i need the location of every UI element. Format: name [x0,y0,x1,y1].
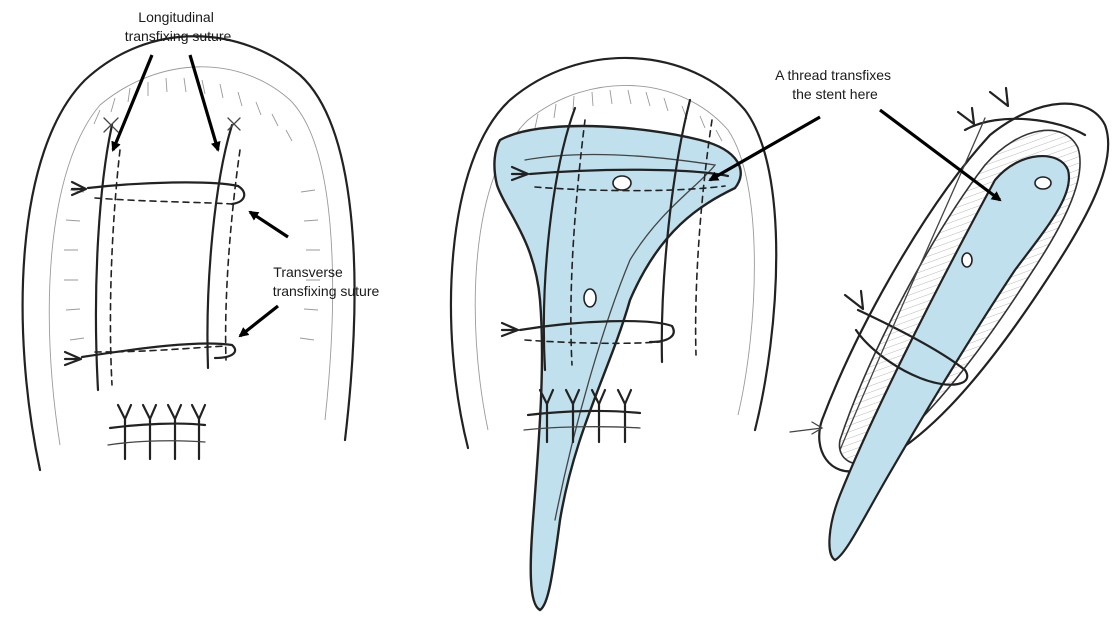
left-dome-outline [23,36,355,470]
middle-needle-mark-bottom [502,323,518,336]
left-needle-mark-top [72,182,86,195]
middle-panel: A thread transfixes the stent here [451,58,895,610]
left-needle-mark-bottom [65,352,81,365]
middle-stent [494,126,740,610]
arrow-transverse-bottom [240,306,278,336]
arrow-longitudinal-2 [190,55,218,150]
right-needle-mark-3 [845,291,863,309]
arrow-transverse-top [250,212,288,237]
middle-stent-hole-2 [584,289,596,307]
left-skin-stitches [108,405,205,459]
left-x-mark-2 [228,118,240,130]
left-transverse-suture-bottom [82,343,235,358]
left-panel: Longitudinal transfixing suture Transver… [23,9,380,470]
label-thread-transfix: A thread transfixes the stent here [775,67,895,102]
right-stent-hole-1 [1035,177,1051,189]
label-transverse: Transverse transfixing suture [273,264,380,299]
right-faint-arrow [790,422,822,434]
left-longitudinal-suture-2 [207,125,232,368]
arrow-thread-transfix-middle [710,117,820,180]
right-needle-mark-2 [958,108,974,124]
left-longitudinal-suture-1 [96,125,112,390]
arrow-longitudinal-1 [113,55,152,150]
right-needle-mark-1 [990,88,1008,106]
left-hatching [64,78,320,340]
label-longitudinal: Longitudinal transfixing suture [125,9,232,44]
middle-stent-hole-1 [613,176,631,190]
left-inner-outline [49,67,332,445]
right-stent-hole-2 [962,253,972,267]
left-longitudinal-dashed-2 [226,150,240,360]
right-panel [790,88,1108,560]
